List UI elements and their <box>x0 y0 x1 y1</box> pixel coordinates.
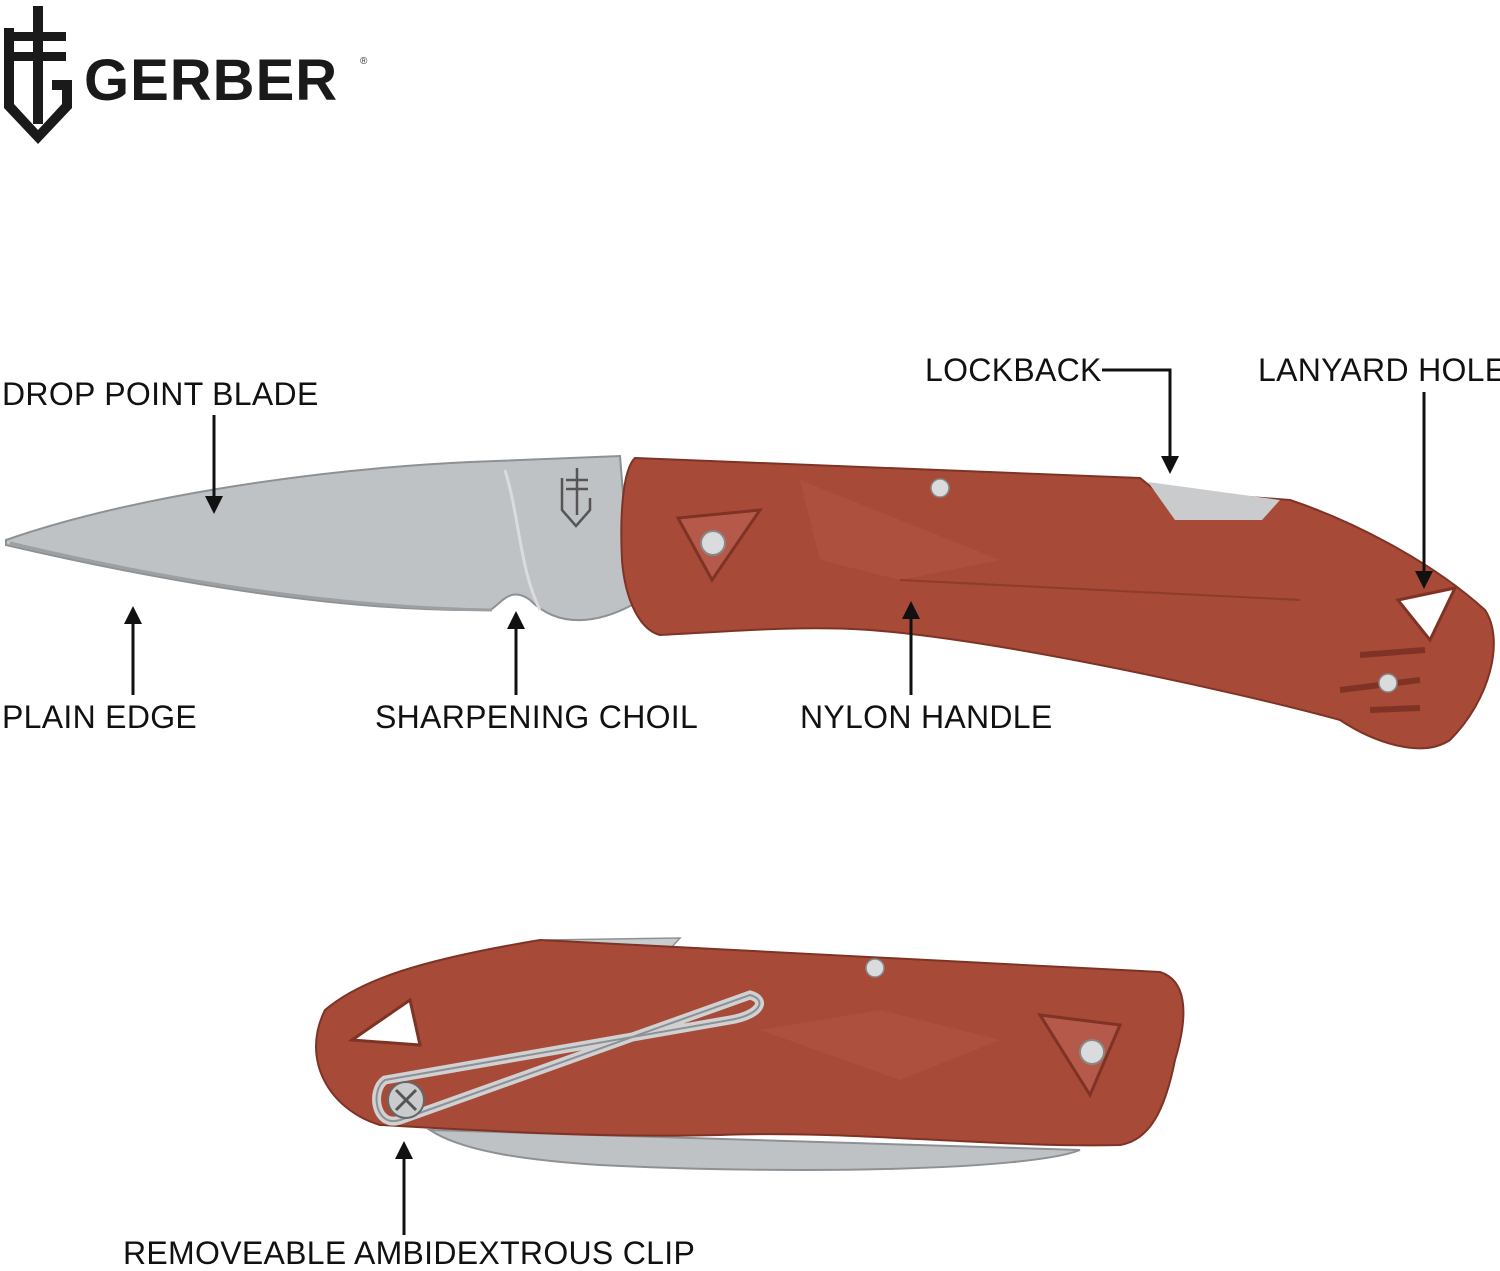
arrow-icon <box>1102 368 1179 474</box>
registered-mark: ® <box>360 56 368 67</box>
label-lockback: LOCKBACK <box>925 352 1102 388</box>
gerber-logo-icon <box>4 6 72 144</box>
label-sharpening-choil: SHARPENING CHOIL <box>375 699 699 735</box>
blade-logo-icon <box>560 468 592 528</box>
label-drop-point-blade: DROP POINT BLADE <box>2 376 319 412</box>
closed-knife-handle <box>315 938 1185 1147</box>
lanyard-hole <box>1395 585 1458 643</box>
label-removeable-clip: REMOVEABLE AMBIDEXTROUS CLIP <box>123 1235 696 1271</box>
knife-blade <box>5 454 634 622</box>
brand-name: GERBER <box>84 48 339 113</box>
closed-knife-blade <box>426 1128 1081 1171</box>
label-nylon-handle: NYLON HANDLE <box>800 699 1053 735</box>
label-plain-edge: PLAIN EDGE <box>2 699 198 735</box>
label-lanyard-hole: LANYARD HOLE <box>1258 352 1500 388</box>
